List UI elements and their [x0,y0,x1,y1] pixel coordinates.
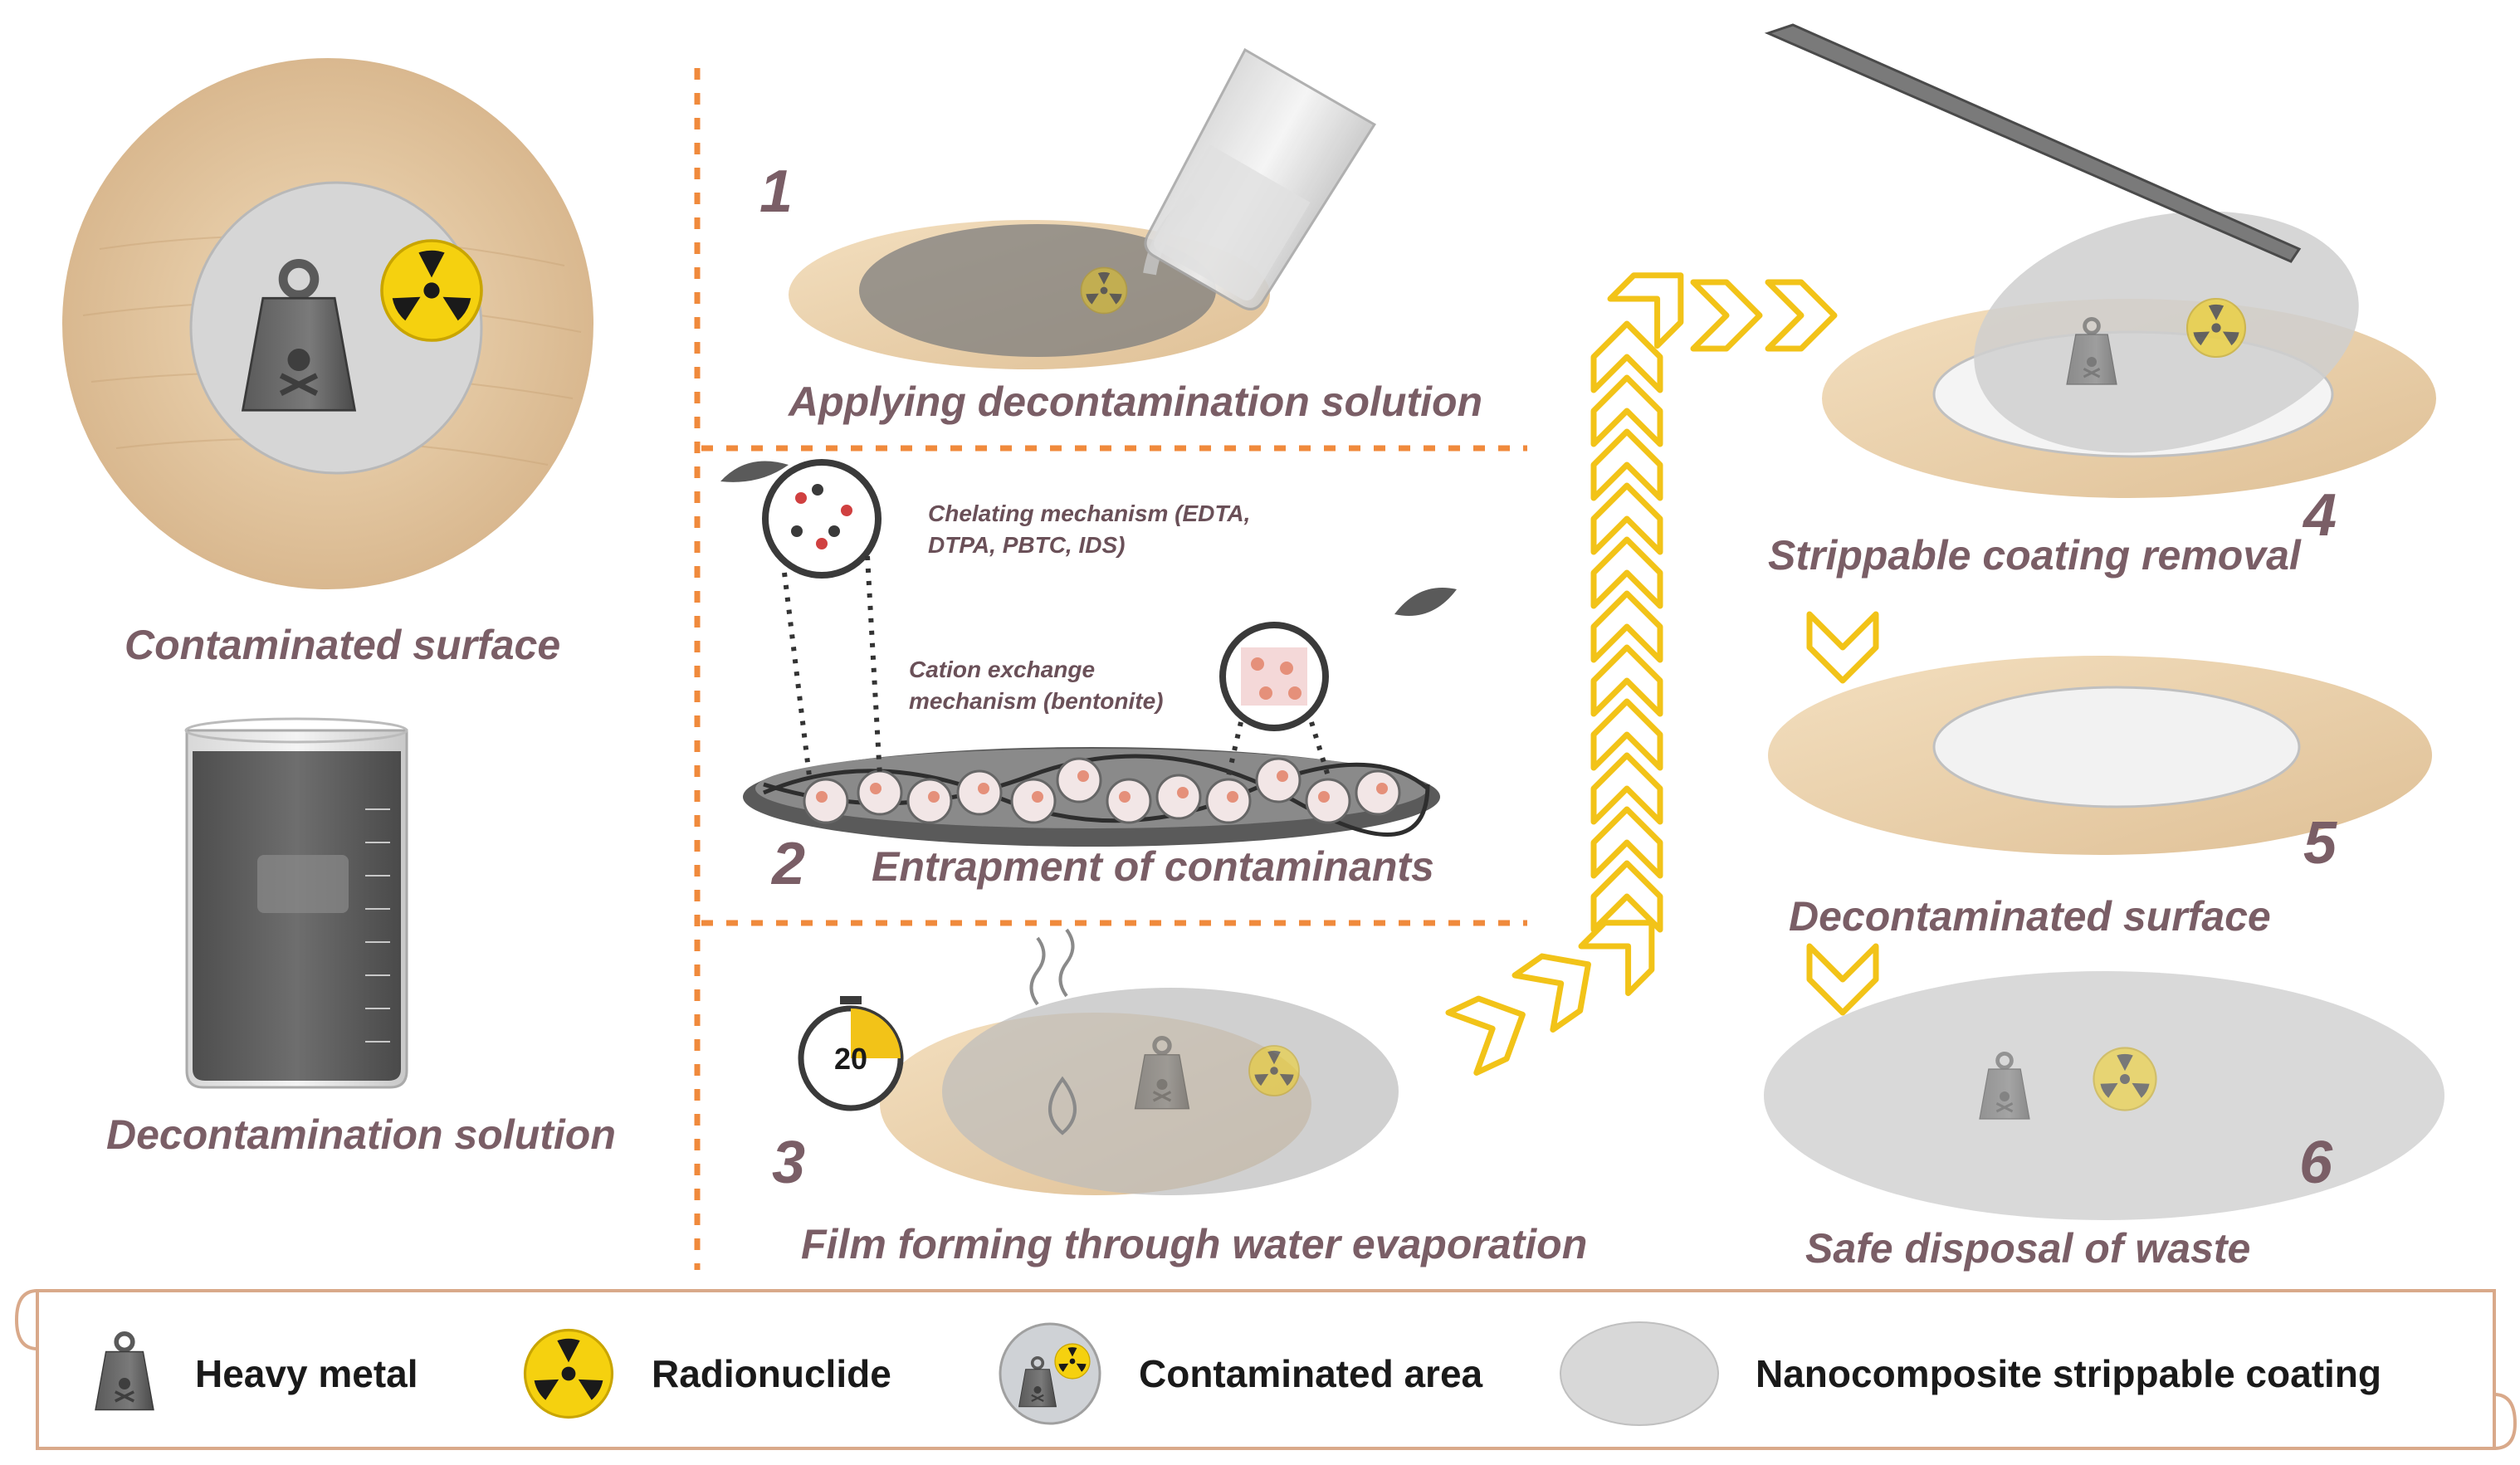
step-number-6: 6 [2299,1130,2333,1196]
decontamination-solution-label: Decontamination solution [106,1111,616,1158]
step1-illustration [789,47,1376,369]
stopwatch-icon [798,996,904,1111]
step-number-3: 3 [772,1130,806,1196]
legend-banner [14,1289,2518,1450]
step5-label: Decontaminated surface [1789,893,2271,940]
step-number-1: 1 [759,159,794,225]
step1-label: Applying decontamination solution [789,378,1483,425]
legend-coating-label: Nanocomposite strippable coating [1756,1352,2381,1395]
dashed-dividers [694,68,1527,1270]
legend-contaminated-area-label: Contaminated area [1139,1352,1483,1395]
cation-exchange-label: Cation exchange mechanism (bentonite) [909,657,1164,714]
contaminated-surface-illustration [62,58,593,589]
step2-label: Entrapment of contaminants [872,843,1434,890]
timer-value: 20 [834,1042,868,1076]
chelating-mechanism-label: Chelating mechanism (EDTA, DTPA, PBTC, I… [928,501,1251,558]
step6-illustration [1764,971,2444,1220]
step3-illustration [798,928,1399,1195]
step-number-2: 2 [772,831,806,897]
step2-illustration [720,459,1457,847]
step4-illustration [1764,23,2436,498]
step5-illustration [1768,656,2432,855]
step-number-4: 4 [2303,482,2337,549]
step3-label: Film forming through water evaporation [801,1221,1588,1267]
step-number-5: 5 [2303,810,2337,877]
legend-heavy-metal-label: Heavy metal [195,1352,418,1395]
process-flow-arrows [1448,251,1876,1072]
legend-radionuclide-label: Radionuclide [652,1352,891,1395]
contaminated-surface-label: Contaminated surface [125,622,561,668]
step6-label: Safe disposal of waste [1805,1225,2251,1272]
beaker-illustration [184,717,408,1089]
step4-label: Strippable coating removal [1768,532,2301,579]
